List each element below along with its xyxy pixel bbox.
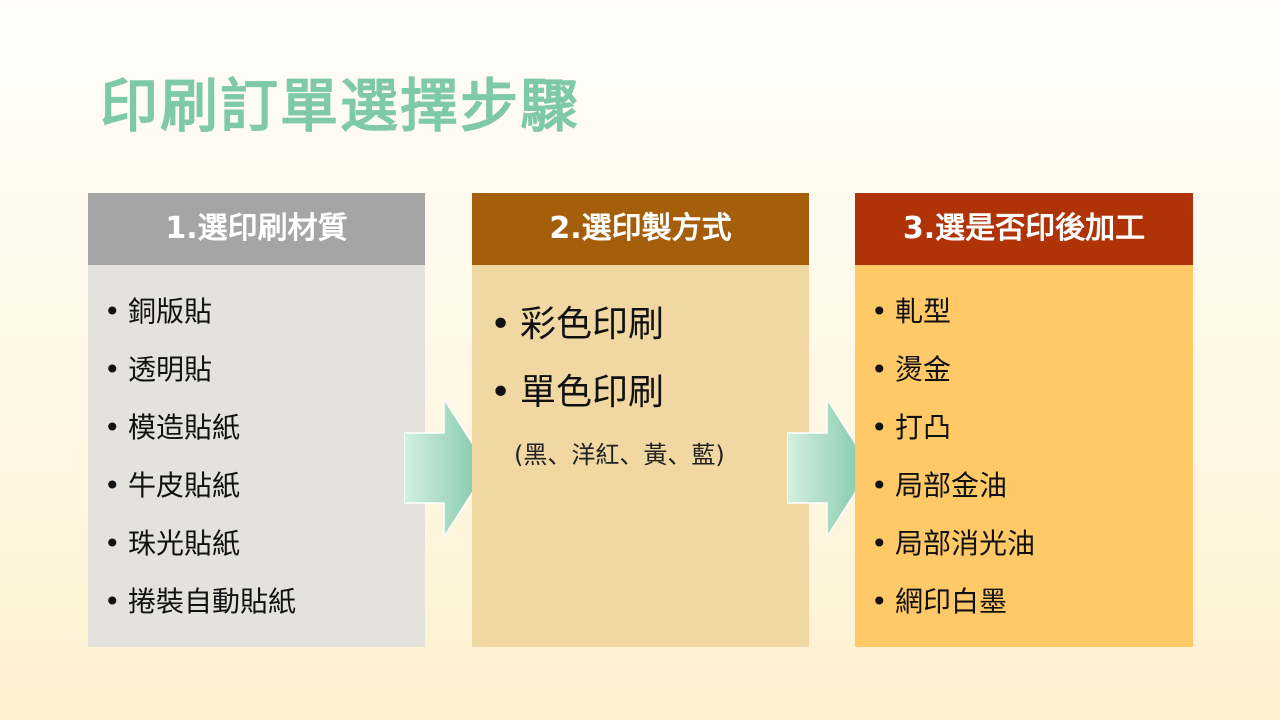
list-item: 銅版貼 bbox=[104, 283, 425, 341]
list-item: 網印白墨 bbox=[871, 573, 1193, 631]
step-panel-post-processing: 3.選是否印後加工 軋型 燙金 打凸 局部金油 局部消光油 網印白墨 bbox=[855, 193, 1193, 647]
step-panel-material: 1.選印刷材質 銅版貼 透明貼 模造貼紙 牛皮貼紙 珠光貼紙 捲裝自動貼紙 bbox=[88, 193, 425, 647]
list-item: 模造貼紙 bbox=[104, 399, 425, 457]
step-header-post-processing: 3.選是否印後加工 bbox=[855, 193, 1193, 265]
list-item: 捲裝自動貼紙 bbox=[104, 573, 425, 631]
material-list: 銅版貼 透明貼 模造貼紙 牛皮貼紙 珠光貼紙 捲裝自動貼紙 bbox=[104, 283, 425, 631]
list-item: 局部金油 bbox=[871, 457, 1193, 515]
step-header-print-method: 2.選印製方式 bbox=[472, 193, 809, 265]
list-item: 牛皮貼紙 bbox=[104, 457, 425, 515]
list-item: 透明貼 bbox=[104, 341, 425, 399]
step-body-print-method: 彩色印刷 單色印刷 (黑、洋紅、黃、藍) bbox=[472, 265, 809, 647]
print-method-list: 彩色印刷 單色印刷 bbox=[488, 291, 809, 427]
list-item: 燙金 bbox=[871, 341, 1193, 399]
step-body-material: 銅版貼 透明貼 模造貼紙 牛皮貼紙 珠光貼紙 捲裝自動貼紙 bbox=[88, 265, 425, 647]
slide-title: 印刷訂單選擇步驟 bbox=[100, 72, 581, 140]
arrow-right-icon bbox=[787, 399, 871, 537]
arrow-right-icon bbox=[404, 399, 488, 537]
list-item: 打凸 bbox=[871, 399, 1193, 457]
list-item: 珠光貼紙 bbox=[104, 515, 425, 573]
mono-color-note: (黑、洋紅、黃、藍) bbox=[514, 441, 725, 469]
list-item: 局部消光油 bbox=[871, 515, 1193, 573]
step-header-material: 1.選印刷材質 bbox=[88, 193, 425, 265]
step-panel-print-method: 2.選印製方式 彩色印刷 單色印刷 (黑、洋紅、黃、藍) bbox=[472, 193, 809, 647]
list-item: 單色印刷 bbox=[488, 359, 809, 427]
post-processing-list: 軋型 燙金 打凸 局部金油 局部消光油 網印白墨 bbox=[871, 283, 1193, 631]
step-body-post-processing: 軋型 燙金 打凸 局部金油 局部消光油 網印白墨 bbox=[855, 265, 1193, 647]
list-item: 彩色印刷 bbox=[488, 291, 809, 359]
list-item: 軋型 bbox=[871, 283, 1193, 341]
